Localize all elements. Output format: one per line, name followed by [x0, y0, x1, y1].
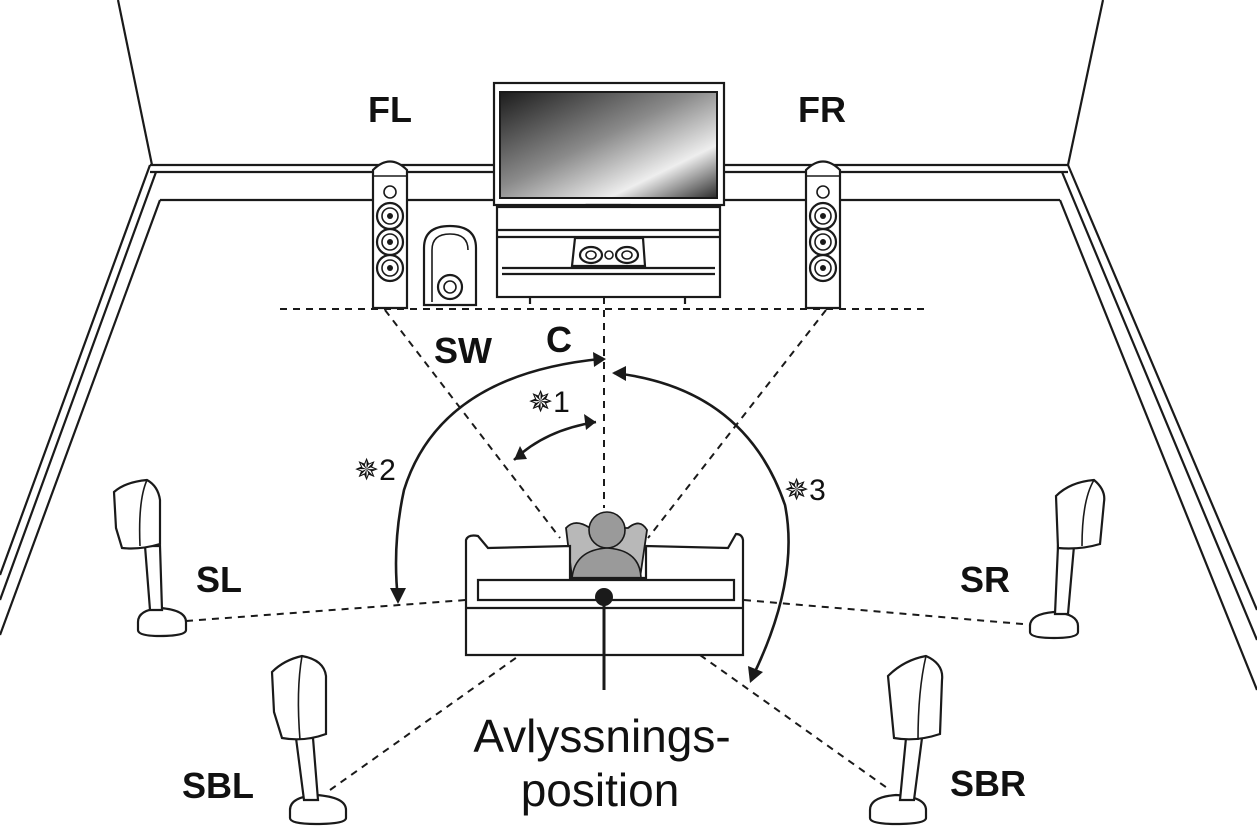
listening-position-line2: position — [521, 764, 680, 816]
angle-arcs — [390, 352, 790, 683]
label-c: C — [546, 319, 572, 360]
listening-point-icon — [595, 588, 613, 606]
tv-stand — [495, 205, 722, 304]
listening-position-line1: Avlyssnings- — [473, 710, 730, 762]
speaker-direction-lines — [185, 297, 1035, 791]
front-right-speaker-icon — [804, 160, 842, 310]
front-left-speaker-icon — [371, 160, 409, 310]
label-fr: FR — [798, 89, 846, 130]
angle-label-3: ✵3 — [784, 474, 826, 507]
subwoofer-icon — [422, 224, 478, 307]
angle-label-2: ✵2 — [354, 454, 396, 487]
sofa-icon — [464, 532, 745, 690]
label-sw: SW — [434, 330, 492, 371]
surround-back-right-speaker-icon — [868, 654, 944, 826]
angle-label-1: ✵1 — [528, 386, 570, 419]
tv — [492, 81, 726, 220]
listener-person-icon — [565, 511, 648, 579]
surround-back-left-speaker-icon — [270, 654, 348, 826]
center-speaker-icon — [570, 236, 647, 268]
label-sbl: SBL — [182, 765, 254, 806]
surround-right-speaker-icon — [1028, 478, 1106, 640]
label-sbr: SBR — [950, 763, 1026, 804]
label-fl: FL — [368, 89, 412, 130]
label-sl: SL — [196, 559, 242, 600]
surround-left-speaker-icon — [112, 478, 188, 638]
label-sr: SR — [960, 559, 1010, 600]
tv-screen — [499, 91, 718, 199]
